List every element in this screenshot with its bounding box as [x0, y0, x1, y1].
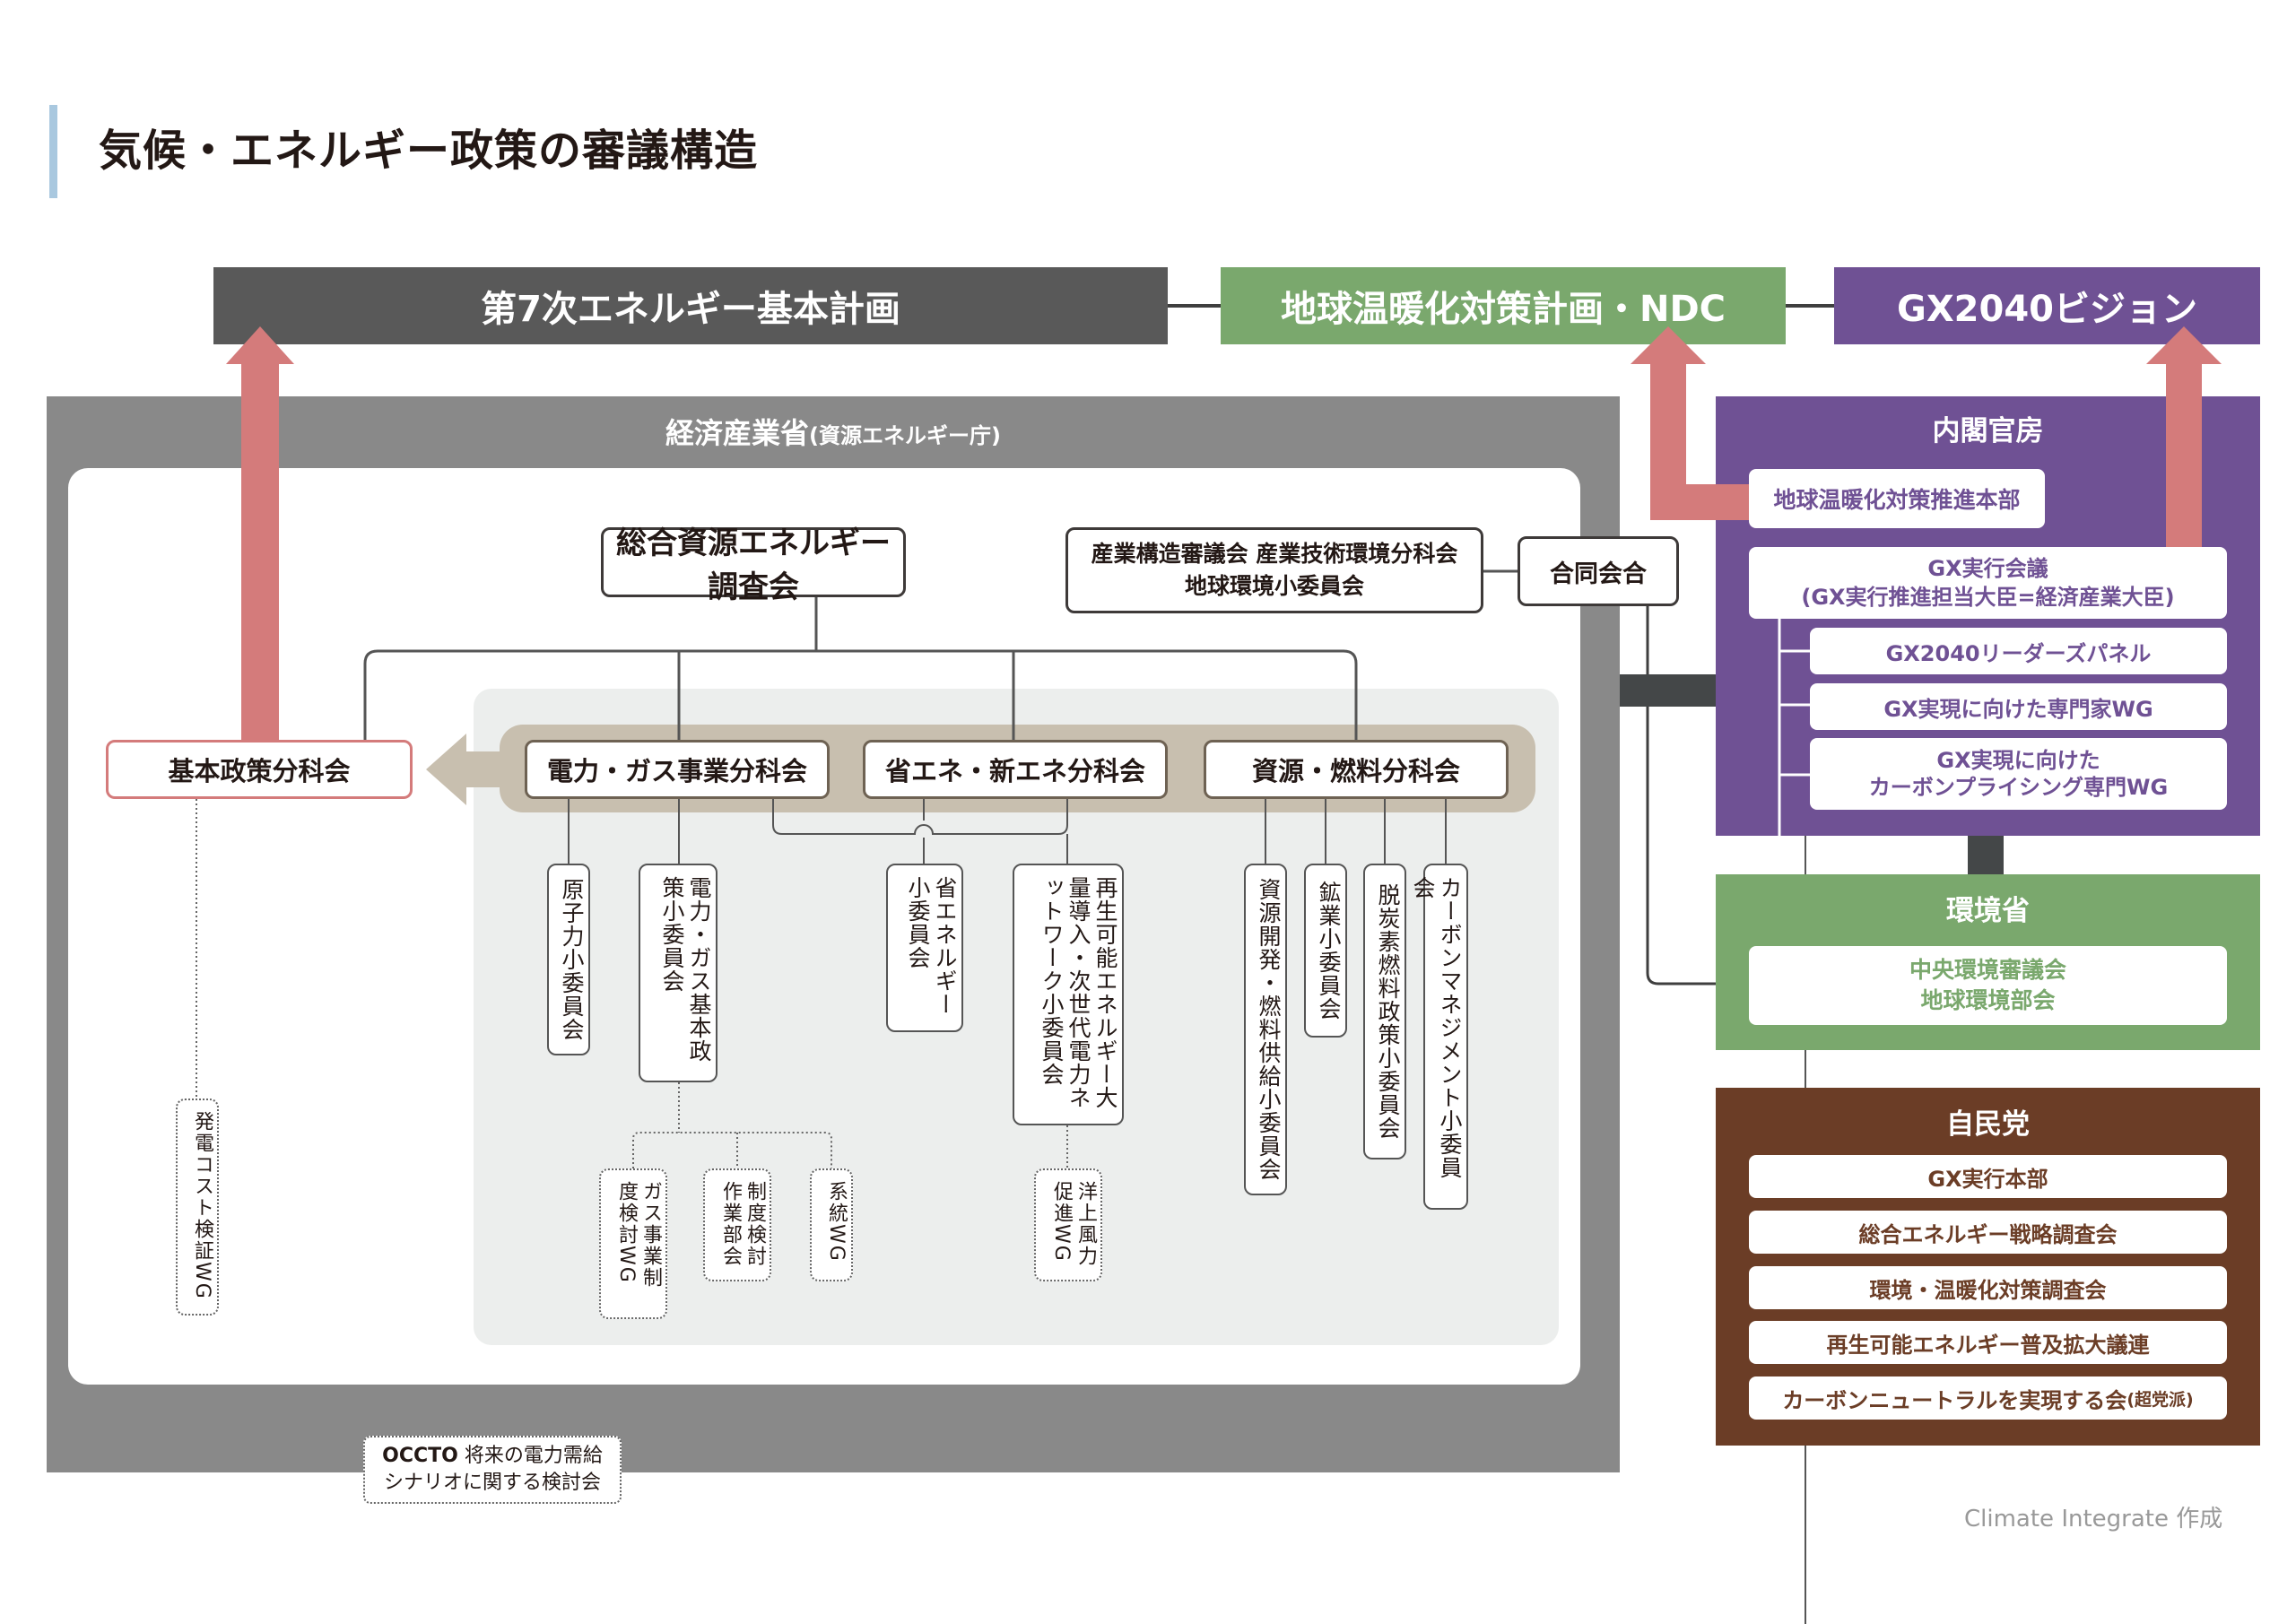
ldp-item[interactable]: 総合エネルギー戦略調査会 — [1749, 1211, 2227, 1254]
global-warming-hq[interactable]: 地球温暖化対策推進本部 — [1749, 469, 2045, 528]
ldp-item[interactable]: GX実行本部 — [1749, 1155, 2227, 1198]
subcommittee-resources[interactable]: 資源・燃料分科会 — [1204, 740, 1509, 799]
meti-subtitle: (資源エネルギー庁) — [809, 423, 1001, 448]
occto-line1: 将来の電力需給 — [457, 1445, 603, 1467]
cp-wg-line1: GX実現に向けた — [1936, 748, 2100, 773]
wg-offshore-wind[interactable]: 洋上風力促進WG — [1034, 1168, 1102, 1281]
council-line1: 中央環境審議会 — [1909, 957, 2066, 983]
council-line2: 地球環境部会 — [1920, 987, 2056, 1013]
wg-generation-cost[interactable]: 発電コスト検証WG — [176, 1099, 219, 1316]
occto-label: OCCTO — [382, 1445, 458, 1467]
gx-expert-wg[interactable]: GX実現に向けた専門家WG — [1810, 683, 2227, 730]
ldp-item[interactable]: 環境・温暖化対策調査会 — [1749, 1266, 2227, 1309]
small-committee-energy-saving[interactable]: 省エネルギー小委員会 — [886, 864, 963, 1032]
industrial-council-line2: 地球環境小委員会 — [1184, 573, 1364, 599]
ndc-plan: 地球温暖化対策計画・NDC — [1221, 267, 1786, 344]
meti-title: 経済産業省(資源エネルギー庁) — [47, 411, 1620, 452]
small-committee-renewables[interactable]: 再生可能エネルギー大量導入・次世代電力ネットワーク小委員会 — [1013, 864, 1124, 1125]
connector-line — [1168, 304, 1221, 308]
meti-cabinet-bridge — [1620, 674, 1716, 707]
dotted-lines — [196, 799, 1068, 1168]
occto-study-group[interactable]: OCCTO 将来の電力需給 シナリオに関する検討会 — [363, 1436, 622, 1504]
industrial-council-box[interactable]: 産業構造審議会 産業技術環境分科会地球環境小委員会 — [1065, 527, 1483, 613]
subcommittee-energy-saving[interactable]: 省エネ・新エネ分科会 — [863, 740, 1168, 799]
cabinet-title: 内閣官房 — [1932, 415, 2044, 447]
wg-system-design[interactable]: 制度検討作業部会 — [703, 1168, 771, 1281]
gx-council-line2: (GX実行推進担当大臣=経済産業大臣) — [1801, 585, 2175, 610]
industrial-council-line1: 産業構造審議会 産業技術環境分科会 — [1091, 541, 1458, 567]
arrow-up-icon — [226, 326, 294, 743]
wg-gas-system[interactable]: ガス事業制度検討WG — [599, 1168, 667, 1319]
small-committee-decarbon-fuel[interactable]: 脱炭素燃料政策小委員会 — [1363, 864, 1406, 1159]
ldp-item-label: カーボンニュートラルを実現する会 — [1782, 1387, 2127, 1413]
meti-name: 経済産業省 — [665, 416, 810, 450]
gx-council-line1: GX実行会議 — [1927, 556, 2048, 581]
energy-basic-plan: 第7次エネルギー基本計画 — [213, 267, 1168, 344]
cp-wg-line2: カーボンプライシング専門WG — [1868, 775, 2169, 800]
wg-grid[interactable]: 系統WG — [810, 1168, 853, 1281]
small-committee-resource-dev[interactable]: 資源開発・燃料供給小委員会 — [1244, 864, 1287, 1195]
small-committee-mining[interactable]: 鉱業小委員会 — [1304, 864, 1347, 1038]
page-title: 気候・エネルギー政策の審議構造 — [99, 126, 759, 176]
occto-line2: シナリオに関する検討会 — [383, 1472, 601, 1494]
small-committee-power-gas-policy[interactable]: 電力・ガス基本政策小委員会 — [639, 864, 718, 1082]
ldp-item[interactable]: カーボンニュートラルを実現する会(超党派) — [1749, 1376, 2227, 1420]
cabinet-moe-bridge — [1968, 836, 2004, 874]
arrow-left-icon — [426, 734, 502, 805]
moe-title: 環境省 — [1946, 895, 2030, 927]
small-committee-carbon-mgmt[interactable]: カーボンマネジメント小委員会 — [1410, 864, 1468, 1210]
ldp-item-note: (超党派) — [2126, 1389, 2194, 1410]
central-env-council[interactable]: 中央環境審議会地球環境部会 — [1749, 946, 2227, 1025]
gx2040-vision: GX2040ビジョン — [1834, 267, 2260, 344]
ldp-title: 自民党 — [1946, 1108, 2030, 1141]
joint-meeting-box[interactable]: 合同会合 — [1518, 536, 1679, 606]
main-council-box[interactable]: 総合資源エネルギー調査会 — [601, 525, 906, 605]
title-accent-bar — [49, 105, 57, 198]
carbon-pricing-wg[interactable]: GX実現に向けたカーボンプライシング専門WG — [1810, 738, 2227, 810]
gx-council-box[interactable]: GX実行会議 (GX実行推進担当大臣=経済産業大臣) — [1749, 547, 2227, 619]
credit-text: Climate Integrate 作成 — [1964, 1506, 2223, 1533]
org-tree-lines — [363, 569, 1518, 740]
small-committee-nuclear[interactable]: 原子力小委員会 — [547, 864, 590, 1055]
subcommittee-power-gas[interactable]: 電力・ガス事業分科会 — [525, 740, 830, 799]
connector-line — [1786, 304, 1834, 308]
basic-policy-box[interactable]: 基本政策分科会 — [106, 740, 413, 799]
ldp-item[interactable]: 再生可能エネルギー普及拡大議連 — [1749, 1321, 2227, 1364]
gx-leaders-panel[interactable]: GX2040リーダーズパネル — [1810, 628, 2227, 674]
